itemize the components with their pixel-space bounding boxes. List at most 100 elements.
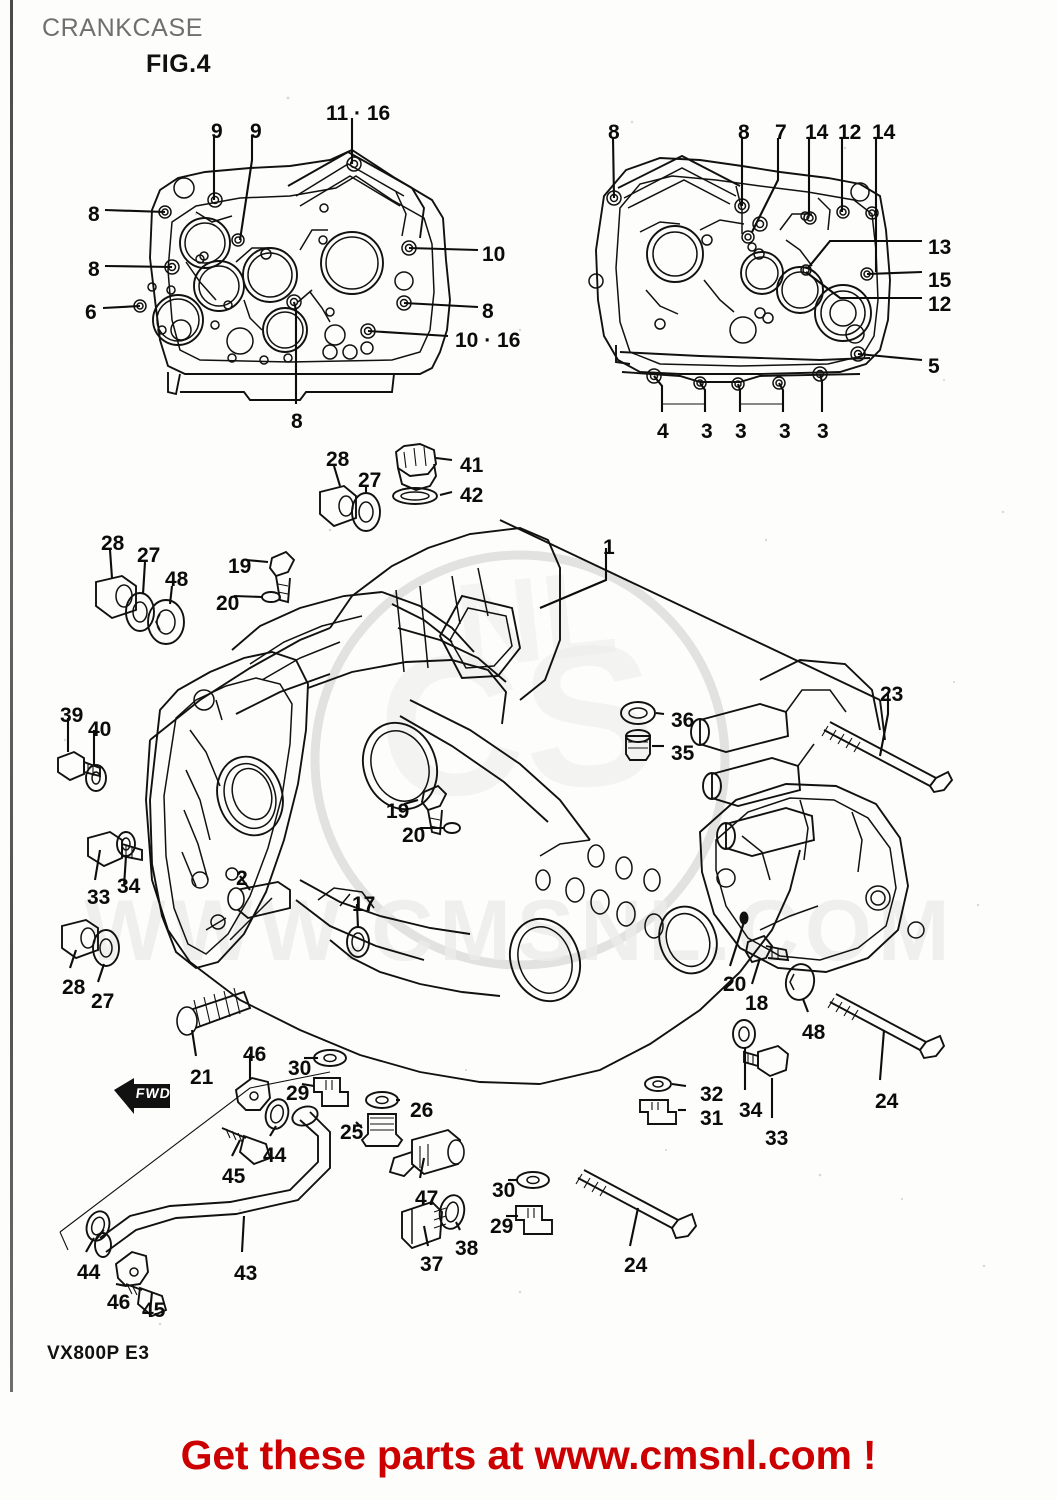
callout-6: 6 <box>85 301 97 324</box>
callout-18: 18 <box>745 992 769 1015</box>
callout-7: 7 <box>775 121 787 144</box>
callout-20: 20 <box>402 824 426 847</box>
part-26-washer <box>365 1091 399 1109</box>
callout-33: 33 <box>87 886 111 909</box>
callout-26: 26 <box>410 1099 434 1122</box>
callout-10: 10 <box>482 243 506 266</box>
part-33-bolt-left <box>87 830 143 868</box>
callout-4: 4 <box>657 420 669 443</box>
callout-29: 29 <box>286 1082 310 1105</box>
callout-8: 8 <box>482 300 494 323</box>
callout-34: 34 <box>739 1099 763 1122</box>
part-43-breather-hose <box>94 1105 331 1258</box>
part-19-sensor-mid <box>420 784 448 836</box>
part-17-o-ring <box>346 926 370 958</box>
callout-46: 46 <box>243 1043 267 1066</box>
callout-24: 24 <box>624 1254 648 1277</box>
callout-36: 36 <box>671 709 695 732</box>
callout-44: 44 <box>263 1144 287 1167</box>
part-19-neutral-switch-upper <box>268 550 296 604</box>
callout-28: 28 <box>62 976 86 999</box>
callout-48: 48 <box>165 568 189 591</box>
part-44-o-ring-a <box>85 1210 111 1242</box>
part-47-oil-pressure-switch <box>388 1128 465 1178</box>
part-24-stud-bolt-b <box>575 1169 698 1240</box>
callout-3: 3 <box>701 420 713 443</box>
callout-42: 42 <box>460 484 484 507</box>
part-18-sensor-right <box>744 934 790 964</box>
callout-3: 3 <box>817 420 829 443</box>
callout-48: 48 <box>802 1021 826 1044</box>
callout-24: 24 <box>875 1090 899 1113</box>
callout-8: 8 <box>88 258 100 281</box>
callout-25: 25 <box>340 1121 364 1144</box>
callout-12: 12 <box>838 121 862 144</box>
callout-27: 27 <box>91 990 115 1013</box>
part-34-washer-right <box>732 1019 756 1049</box>
svg-text:CS: CS <box>371 601 664 843</box>
callout-14: 14 <box>872 121 896 144</box>
callout-29: 29 <box>490 1215 514 1238</box>
callout-28: 28 <box>326 448 350 471</box>
part-42-o-ring <box>392 487 438 505</box>
part-23-stud-bolt <box>821 721 954 794</box>
part-40-washer <box>85 764 107 792</box>
callout-35: 35 <box>671 742 695 765</box>
fwd-marker-label: FWD <box>134 1085 173 1101</box>
part-38-gasket <box>438 1194 466 1230</box>
part-46-hose-clamp-a <box>114 1250 149 1288</box>
callout-8: 8 <box>88 203 100 226</box>
svg-text:WWW.CMSNL.COM: WWW.CMSNL.COM <box>85 883 956 979</box>
callout-2: 2 <box>236 867 248 890</box>
callout-15: 15 <box>928 269 952 292</box>
callout-11-16: 11 · 16 <box>326 102 391 125</box>
part-33-bolt-right <box>743 1044 790 1078</box>
callout-3: 3 <box>735 420 747 443</box>
callout-30: 30 <box>288 1057 312 1080</box>
callout-41: 41 <box>460 454 484 477</box>
callout-17: 17 <box>352 893 376 916</box>
callout-32: 32 <box>700 1083 724 1106</box>
callout-27: 27 <box>358 469 382 492</box>
callout-39: 39 <box>60 704 84 727</box>
figure-label: FIG.4 <box>146 50 212 78</box>
diagram-top-right-geometry <box>588 137 923 412</box>
part-28-nut-top <box>319 484 357 528</box>
part-32-washer <box>644 1076 672 1092</box>
callout-9: 9 <box>250 120 262 143</box>
callout-8: 8 <box>738 121 750 144</box>
callout-20: 20 <box>216 592 240 615</box>
callout-27: 27 <box>137 544 161 567</box>
part-30-washer-b <box>313 1049 347 1067</box>
model-code-label: VX800P E3 <box>47 1343 150 1364</box>
callout-40: 40 <box>88 718 112 741</box>
part-29-bolt-a <box>515 1205 553 1235</box>
callout-31: 31 <box>700 1107 724 1130</box>
part-34-washer-left <box>116 831 136 857</box>
callout-20: 20 <box>723 973 747 996</box>
callout-9: 9 <box>211 120 223 143</box>
callout-10-16: 10 · 16 <box>455 329 521 352</box>
callout-3: 3 <box>779 420 791 443</box>
part-36-o-ring <box>620 701 656 725</box>
callout-33: 33 <box>765 1127 789 1150</box>
part-24-stud-bolt-a <box>827 993 946 1060</box>
callout-19: 19 <box>228 555 252 578</box>
callout-12: 12 <box>928 293 952 316</box>
part-46-hose-clamp-b <box>234 1076 271 1111</box>
part-39-bolt <box>57 750 101 782</box>
scan-edge-artifact <box>10 0 13 1392</box>
callout-45: 45 <box>222 1165 246 1188</box>
part-29-bolt-b <box>313 1077 349 1107</box>
part-31-bolt <box>639 1099 677 1125</box>
part-27-washer-top <box>351 492 381 532</box>
callout-37: 37 <box>420 1253 444 1276</box>
part-21-oil-gallery-plug <box>176 987 252 1036</box>
callout-8: 8 <box>291 410 303 433</box>
callout-46: 46 <box>107 1291 131 1314</box>
advert-text: Get these parts at www.cmsnl.com ! <box>180 1432 877 1478</box>
page-title: CRANKCASE <box>42 14 203 42</box>
callout-14: 14 <box>805 121 829 144</box>
part-28-nut-lower <box>61 918 99 960</box>
